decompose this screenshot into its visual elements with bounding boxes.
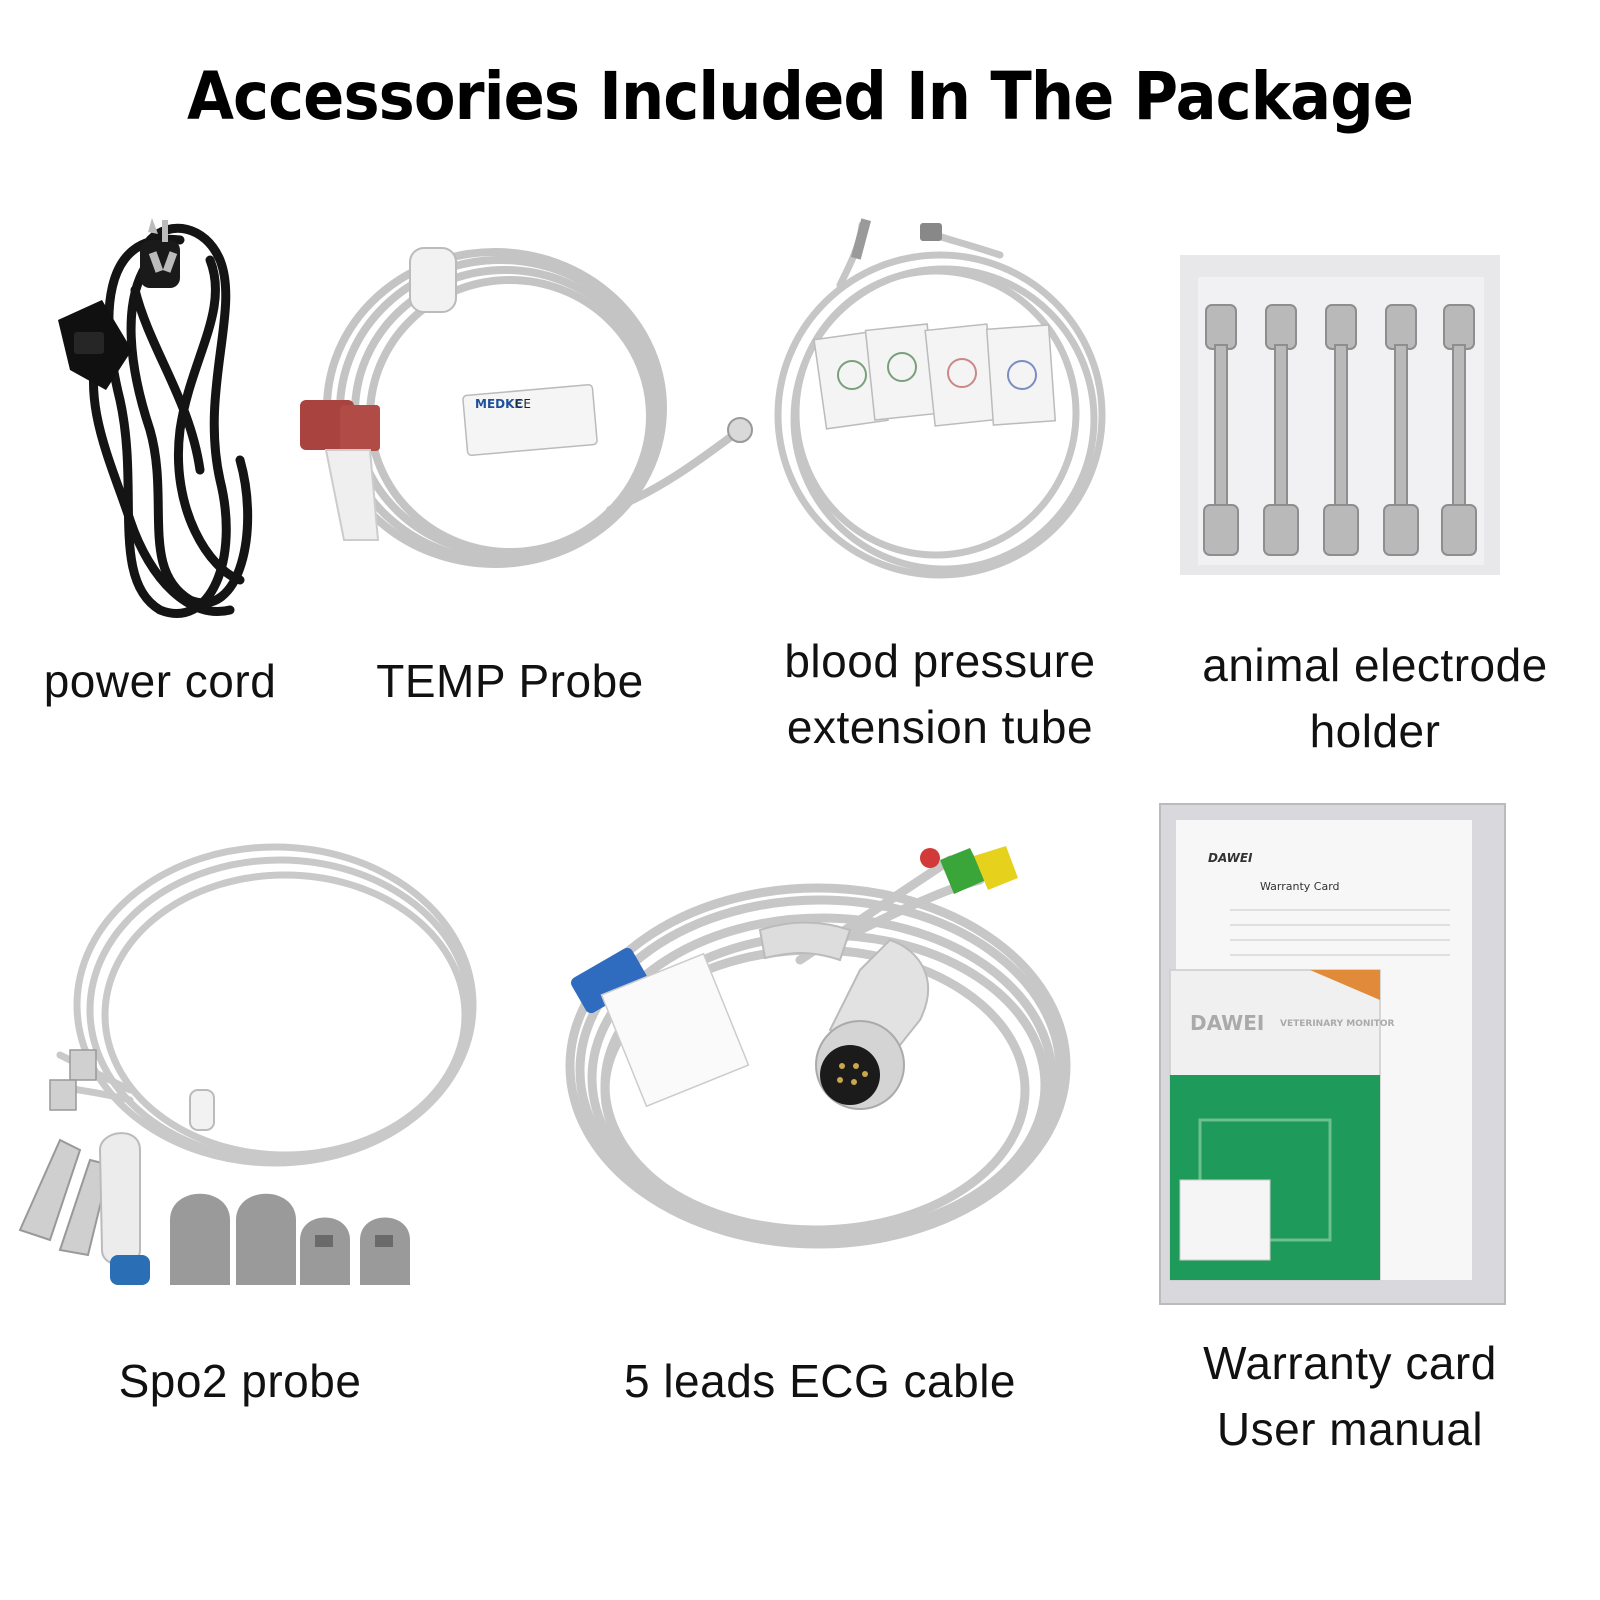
probe-label-icon: MEDKE CE — [462, 384, 598, 456]
warranty-manual-image: DAWEI Warranty Card DAWEI VETERINARY MON… — [1159, 803, 1506, 1305]
cable-clip-icon — [189, 1089, 215, 1131]
caption-line: blood pressure — [784, 635, 1096, 687]
caption-line: power cord — [43, 655, 277, 707]
caption-line: TEMP Probe — [376, 655, 644, 707]
caption-spo2-probe: Spo2 probe — [50, 1348, 430, 1414]
caption-line: extension tube — [786, 701, 1094, 753]
tube-connector-icon — [920, 223, 942, 241]
manual-cover-brand: DAWEI — [1190, 1011, 1264, 1035]
sensor-tab-icon — [69, 1049, 97, 1081]
ecg-cable-image — [565, 846, 1071, 1249]
warranty-brand: DAWEI — [1208, 851, 1253, 865]
sensor-tab-icon — [49, 1079, 77, 1111]
spo2-probe-image — [18, 843, 477, 1285]
ear-clip-icon — [18, 1138, 112, 1257]
caption-bp-extension-tube: blood pressure extension tube — [740, 628, 1140, 760]
finger-caps-icon — [170, 1193, 410, 1285]
caption-line: Spo2 probe — [118, 1355, 362, 1407]
ecg-connector-icon — [815, 938, 930, 1110]
caption-line: animal electrode — [1202, 639, 1548, 691]
caption-ecg-cable: 5 leads ECG cable — [590, 1348, 1050, 1414]
caption-line: 5 leads ECG cable — [623, 1355, 1017, 1407]
spo2-connector-icon — [98, 1132, 150, 1285]
caption-electrode-holder: animal electrode holder — [1160, 632, 1590, 764]
manual-cover-product: VETERINARY MONITOR — [1280, 1019, 1395, 1029]
temp-connector-icon — [300, 400, 380, 541]
caption-warranty-manual: Warranty card User manual — [1150, 1330, 1550, 1462]
lead-connectors-icon — [920, 846, 1018, 894]
temp-probe-image: MEDKE CE — [300, 247, 753, 568]
iec-connector-icon — [58, 300, 132, 390]
cable-clip-icon — [409, 247, 457, 313]
caption-line: Warranty card — [1203, 1337, 1497, 1389]
caption-power-cord: power cord — [20, 648, 300, 714]
plug-icon — [140, 218, 180, 288]
probe-label-mark: CE — [515, 397, 531, 411]
caption-temp-probe: TEMP Probe — [330, 648, 690, 714]
cable-label-icon — [600, 952, 750, 1108]
probe-label-brand: MEDKE — [475, 397, 523, 411]
warranty-heading: Warranty Card — [1260, 880, 1340, 893]
lead-yoke-icon — [758, 921, 852, 962]
power-cord-image — [58, 218, 253, 618]
velcro-strap-icon — [571, 947, 648, 1014]
user-manual-cover-icon: DAWEI VETERINARY MONITOR — [1169, 969, 1395, 1281]
page-title: Accessories Included In The Package — [186, 58, 1414, 135]
alligator-clips-icon — [1203, 304, 1477, 556]
bp-extension-tube-image — [774, 218, 1106, 579]
tube-connector-icon — [850, 218, 872, 260]
caption-line: User manual — [1216, 1403, 1484, 1455]
caption-line: holder — [1309, 705, 1441, 757]
electrode-holder-image — [1180, 255, 1500, 575]
